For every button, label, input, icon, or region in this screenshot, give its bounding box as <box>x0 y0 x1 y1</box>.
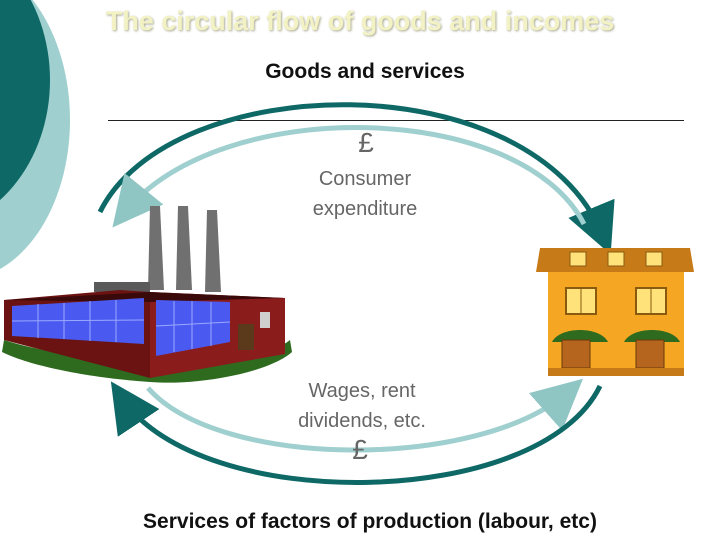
divider-line <box>108 120 684 121</box>
consumer-expenditure-line-2: expenditure <box>312 198 418 220</box>
wages-label: Wages, rent dividends, etc. <box>262 376 462 436</box>
expenditure-flow-arrow <box>112 125 587 228</box>
currency-symbol-bottom: £ <box>352 434 368 465</box>
goods-flow-arrow <box>97 102 615 255</box>
factory-icon <box>2 206 292 383</box>
consumer-expenditure-line-1: Consumer <box>318 168 412 190</box>
goods-and-services-label: Goods and services <box>265 60 465 83</box>
currency-symbol-top: £ <box>358 127 374 158</box>
consumer-expenditure-label: Consumer expenditure <box>280 164 450 224</box>
wages-flow-arrow <box>146 378 583 453</box>
wages-label-line-1: Wages, rent <box>308 380 416 402</box>
house-icon <box>536 248 694 376</box>
factor-services-flow-arrow <box>110 381 603 485</box>
factor-services-label: Services of factors of production (labou… <box>143 510 597 533</box>
wages-label-line-2: dividends, etc. <box>298 410 426 432</box>
slide-title: The circular flow of goods and incomes <box>105 6 615 36</box>
